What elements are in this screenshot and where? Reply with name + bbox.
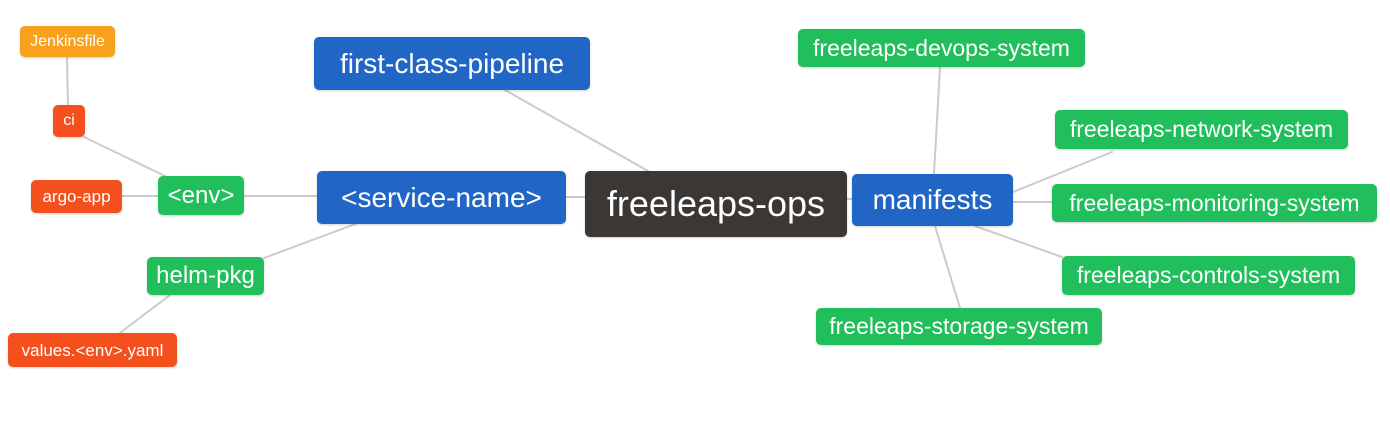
node-label: freeleaps-controls-system [1076,262,1341,288]
node-jenkinsfile[interactable]: Jenkinsfile [20,26,115,57]
node-label: freeleaps-ops [606,183,826,224]
node-env[interactable]: <env> [158,176,244,215]
edge-manifests-devops-system [933,66,941,175]
node-controls-system[interactable]: freeleaps-controls-system [1062,256,1355,295]
node-values-env-yaml[interactable]: values.<env>.yaml [8,333,177,367]
edge-ci-env [83,136,166,177]
node-service-name[interactable]: <service-name> [317,171,566,224]
node-argo-app[interactable]: argo-app [31,180,122,213]
node-helm-pkg[interactable]: helm-pkg [147,257,264,295]
node-manifests[interactable]: manifests [852,174,1013,226]
node-label: <service-name> [341,181,542,213]
edge-helm-pkg-service-name [263,222,359,259]
node-label: manifests [872,184,993,215]
node-monitoring-system[interactable]: freeleaps-monitoring-system [1052,184,1377,222]
node-label: freeleaps-storage-system [829,313,1089,339]
node-label: freeleaps-devops-system [813,34,1070,61]
edge-manifests-controls-system [974,225,1063,258]
node-freeleaps-ops[interactable]: freeleaps-ops [585,171,847,237]
edge-manifests-storage-system [934,225,961,309]
node-ci[interactable]: ci [53,105,85,137]
node-label: argo-app [42,187,111,206]
edge-first-class-pipeline-freeleaps-ops [504,89,649,172]
node-label: <env> [167,181,235,209]
node-label: values.<env>.yaml [21,340,164,360]
edge-values-env-yaml-helm-pkg [119,294,171,334]
node-label: Jenkinsfile [30,32,105,50]
node-label: ci [63,112,75,129]
node-label: freeleaps-network-system [1069,116,1334,142]
node-devops-system[interactable]: freeleaps-devops-system [798,29,1085,67]
node-storage-system[interactable]: freeleaps-storage-system [816,308,1102,345]
node-network-system[interactable]: freeleaps-network-system [1055,110,1348,149]
node-first-class-pipeline[interactable]: first-class-pipeline [314,37,590,90]
node-label: first-class-pipeline [339,47,565,79]
node-label: freeleaps-monitoring-system [1069,189,1360,216]
edge-jenkinsfile-ci [66,56,69,106]
node-label: helm-pkg [156,262,255,289]
